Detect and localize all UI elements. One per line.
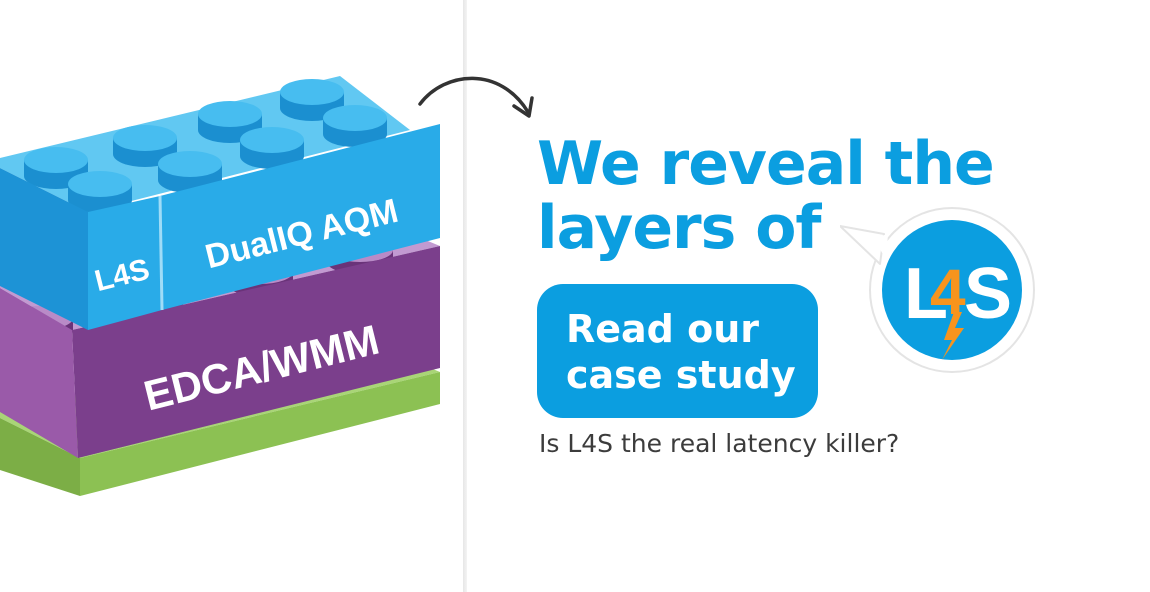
l4s-logo-badge: L 4 S — [840, 207, 1035, 373]
curved-arrow-icon — [418, 76, 534, 118]
l4s-logo: L 4 S — [904, 254, 1012, 360]
cta-line-2: case study — [566, 353, 796, 397]
headline-line-1: We reveal the — [537, 129, 995, 199]
lightning-bolt-icon — [942, 312, 964, 360]
subtitle: Is L4S the real latency killer? — [539, 429, 900, 458]
divider — [463, 0, 467, 592]
cta-line-1: Read our — [566, 307, 760, 351]
speech-bubble — [840, 207, 1035, 373]
protocol-stack-illustration: Wi-Fi EDCA/WMM DualIQ AQM — [0, 76, 440, 496]
headline-line-2: layers of — [537, 193, 822, 263]
read-case-study-button[interactable]: Read our case study — [537, 284, 818, 418]
logo-letter-l: L — [904, 254, 948, 334]
headline: We reveal the layers of — [537, 129, 995, 263]
logo-digit-4: 4 — [930, 256, 966, 328]
top-blue-layer: DualIQ AQM L4S — [0, 76, 440, 330]
logo-letter-s: S — [964, 254, 1012, 334]
